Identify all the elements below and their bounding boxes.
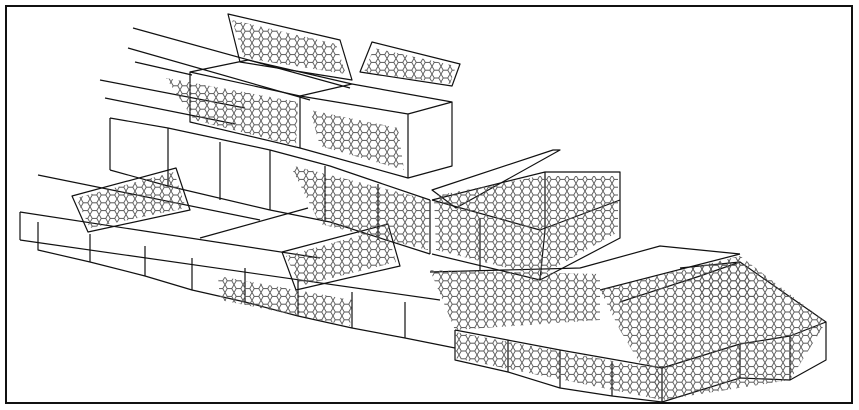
mesh-top-left-face [166, 78, 298, 146]
mesh-bottom-front [455, 332, 662, 400]
mesh-lower-face [218, 276, 352, 326]
mesh-middle-face [290, 165, 430, 250]
mesh-top-left-lid [232, 20, 346, 74]
mesh-lower-lid-right [286, 228, 396, 286]
mesh-bottom-right-block [600, 256, 826, 400]
mesh-lower-lid-left [76, 172, 186, 228]
mesh-top-right-face [310, 110, 404, 170]
mesh-middle-basket [434, 176, 618, 276]
wire-mesh-panels [76, 20, 826, 400]
mesh-bottom-right-lid [690, 258, 760, 300]
mesh-bottom-top [430, 270, 600, 330]
mesh-top-right-lid [364, 48, 456, 84]
